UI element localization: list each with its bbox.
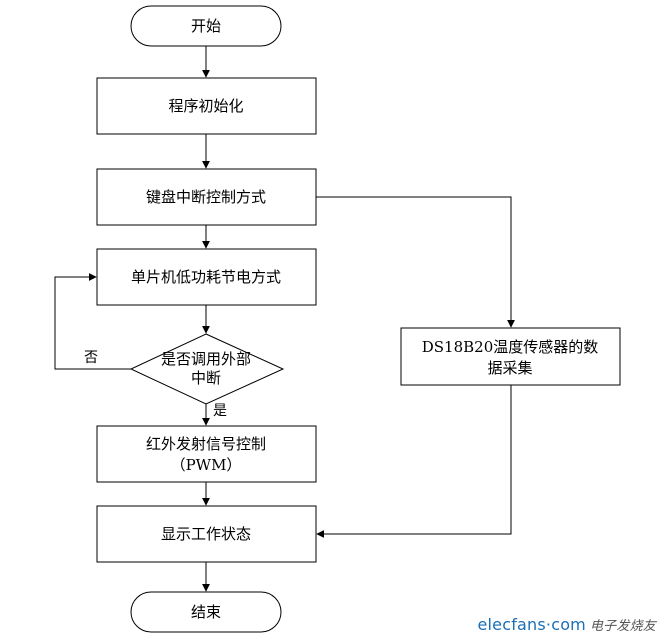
start-label: 开始 — [191, 17, 221, 35]
watermark-cn: 电子发烧友 — [589, 619, 656, 634]
arrow-keyboard-ds18b20 — [316, 196, 515, 328]
lowpower-label: 单片机低功耗节电方式 — [131, 268, 281, 286]
watermark-site: elecfans·com — [477, 615, 586, 634]
decision-label-line2: 中断 — [191, 369, 221, 387]
ir-label-line2: （PWM） — [171, 456, 242, 474]
init-label: 程序初始化 — [168, 97, 243, 115]
ds18b20-label-line2: 据采集 — [487, 359, 532, 377]
init-box — [96, 77, 317, 135]
end-label: 结束 — [191, 603, 221, 621]
ds18b20-label-line1: DS18B20温度传感器的数 — [422, 338, 599, 356]
display-label: 显示工作状态 — [161, 525, 251, 543]
keyboard-label: 键盘中断控制方式 — [146, 188, 266, 206]
arrow-ds18b20-display — [316, 385, 512, 538]
yes-label: 是 — [213, 403, 227, 419]
lowpower-box — [96, 248, 317, 306]
no-label: 否 — [84, 350, 98, 366]
ir-box — [96, 425, 317, 483]
ir-label-line1: 红外发射信号控制 — [146, 435, 266, 453]
decision-label-line1: 是否调用外部 — [161, 350, 251, 368]
end-terminal — [130, 591, 282, 633]
arrow-decision-no-loop — [54, 273, 131, 370]
